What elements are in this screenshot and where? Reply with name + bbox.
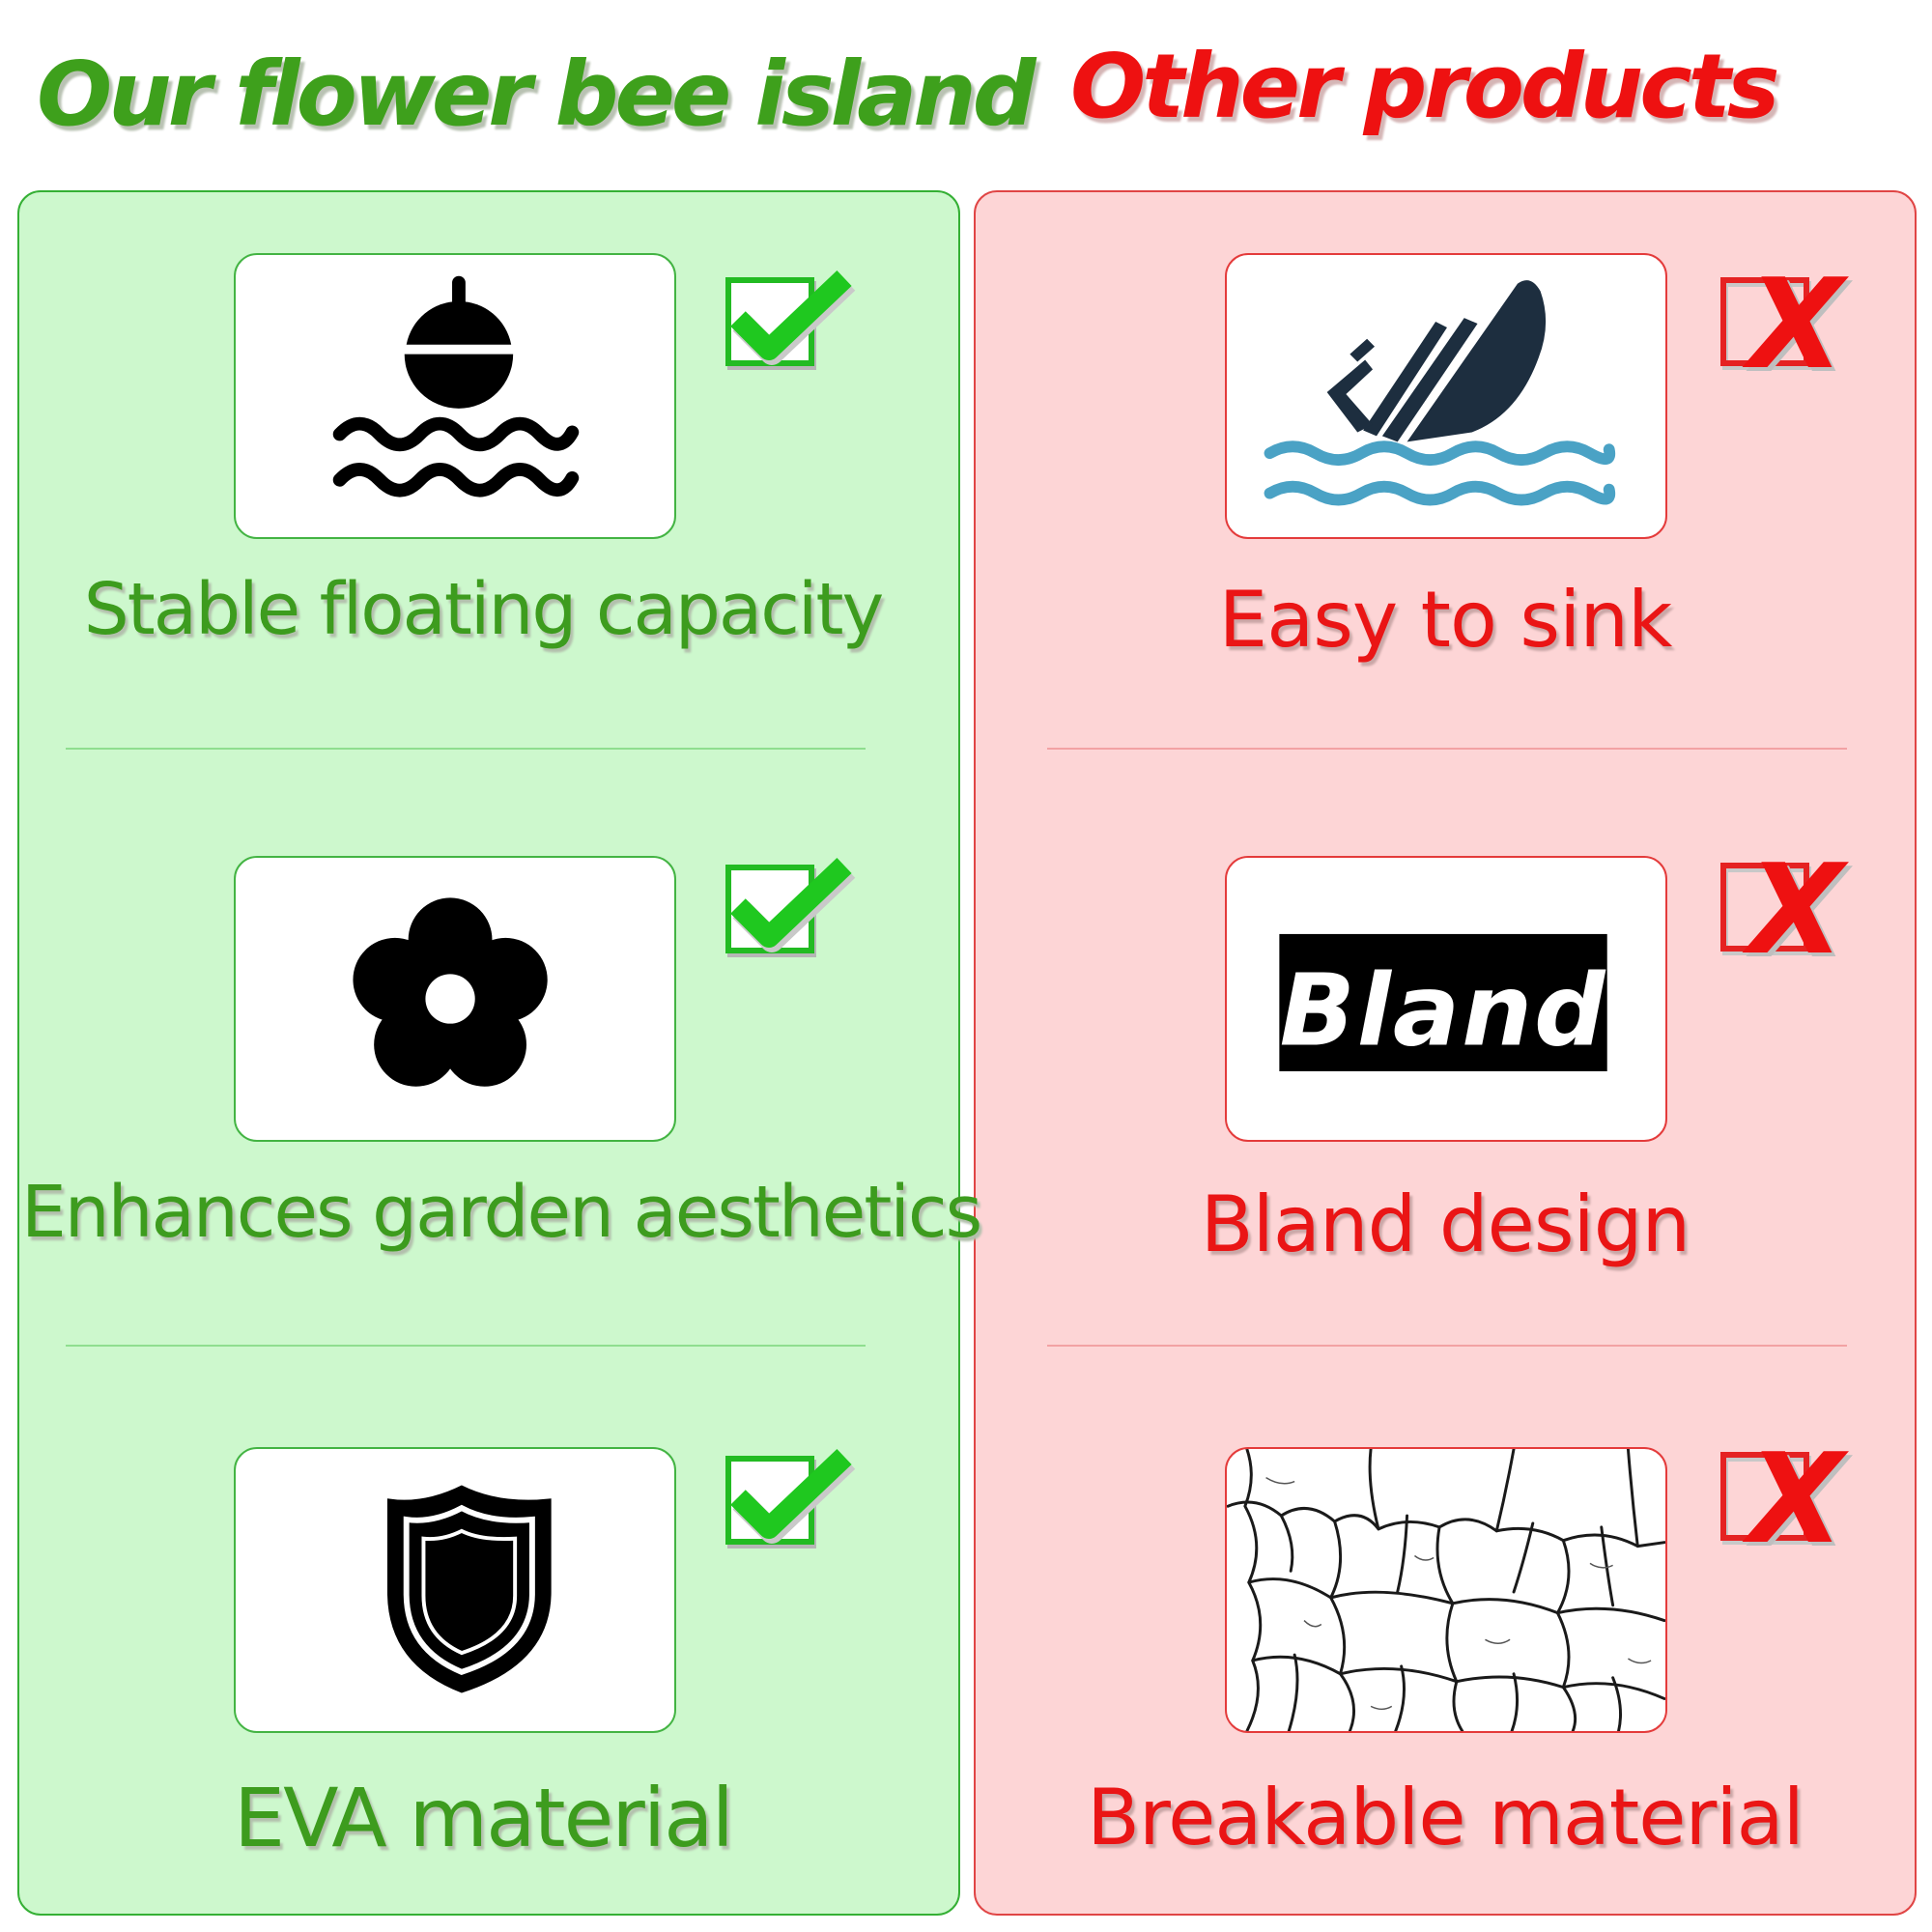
left-divider xyxy=(66,1345,866,1347)
feature-card xyxy=(234,253,676,539)
left-divider xyxy=(66,748,866,750)
buoy-on-waves-icon xyxy=(332,275,580,497)
svg-text:X: X xyxy=(1746,842,1853,986)
feature-label: Easy to sink xyxy=(1218,575,1673,665)
feature-card xyxy=(234,856,676,1142)
x-mark-icon: X X xyxy=(1720,253,1853,401)
shield-icon xyxy=(386,1485,552,1693)
feature-card xyxy=(1225,1447,1667,1733)
cracked-texture-icon xyxy=(1227,1449,1665,1731)
feature-label: Stable floating capacity xyxy=(83,568,885,651)
flower-icon xyxy=(353,897,548,1087)
check-mark-icon xyxy=(725,267,856,383)
feature-label: Breakable material xyxy=(1087,1773,1804,1862)
feature-card: Bland xyxy=(1225,856,1667,1142)
bland-sign-icon: Bland xyxy=(1279,933,1607,1071)
sinking-ship-icon xyxy=(1264,280,1616,506)
feature-card xyxy=(1225,253,1667,539)
svg-text:X: X xyxy=(1746,257,1853,401)
svg-text:X: X xyxy=(1742,838,1849,982)
feature-label: Enhances garden aesthetics xyxy=(21,1171,982,1254)
x-mark-icon: X X xyxy=(1720,838,1853,986)
feature-label: Bland design xyxy=(1200,1179,1690,1269)
right-divider xyxy=(1047,1345,1847,1347)
check-mark-icon xyxy=(725,854,856,970)
svg-text:X: X xyxy=(1742,1428,1849,1572)
svg-text:X: X xyxy=(1742,253,1849,397)
right-heading: Other products xyxy=(1070,35,1780,138)
left-heading: Our flower bee island xyxy=(37,43,1037,146)
feature-card xyxy=(234,1447,676,1733)
feature-label: EVA material xyxy=(234,1771,734,1865)
x-mark-icon: X X xyxy=(1720,1428,1853,1576)
check-mark-icon xyxy=(725,1445,856,1561)
bland-sign-text: Bland xyxy=(1280,953,1607,1068)
svg-text:X: X xyxy=(1746,1432,1853,1576)
right-divider xyxy=(1047,748,1847,750)
